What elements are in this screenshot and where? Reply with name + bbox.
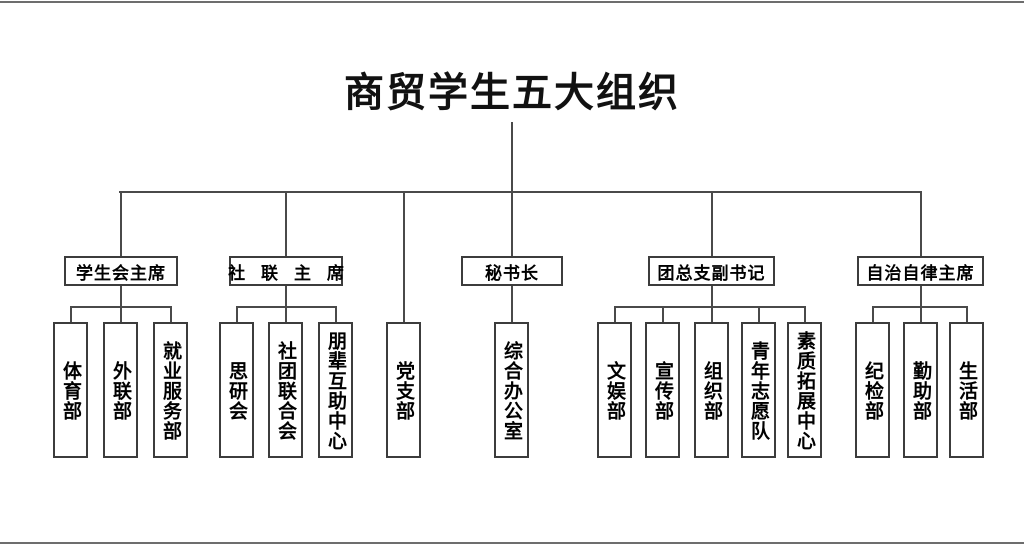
node-entertainment-dept-label: 文娱部 — [604, 361, 626, 421]
node-employment-service-dept-label: 就业服务部 — [160, 341, 182, 441]
leaf-drop-external-liaison-dept — [120, 306, 122, 322]
node-club-union[interactable]: 社团联合会 — [268, 322, 303, 458]
leaf-drop-entertainment-dept — [614, 306, 616, 322]
node-sports-dept-label: 体育部 — [60, 361, 82, 421]
node-sports-dept[interactable]: 体育部 — [53, 322, 88, 458]
node-entertainment-dept[interactable]: 文娱部 — [597, 322, 632, 458]
branch-drop-club-federation — [285, 191, 287, 256]
leaf-drop-organization-dept — [711, 306, 713, 322]
leaf-drop-employment-service-dept — [170, 306, 172, 322]
node-quality-development-center-label: 素质拓展中心 — [794, 331, 816, 451]
node-quality-development-center[interactable]: 素质拓展中心 — [787, 322, 822, 458]
node-publicity-dept-label: 宣传部 — [652, 361, 674, 421]
node-publicity-dept[interactable]: 宣传部 — [645, 322, 680, 458]
node-discipline-inspection-dept[interactable]: 纪检部 — [855, 322, 890, 458]
node-youth-volunteer-team-label: 青年志愿队 — [748, 341, 770, 441]
leaf-drop-research-society — [236, 306, 238, 322]
node-organization-dept-label: 组织部 — [701, 361, 723, 421]
node-general-office-label: 综合办公室 — [501, 341, 523, 441]
node-life-dept[interactable]: 生活部 — [949, 322, 984, 458]
node-external-liaison-dept-label: 外联部 — [110, 361, 132, 421]
substem-student-union — [120, 286, 122, 307]
substem-self-discipline-chair — [920, 286, 922, 307]
leaf-drop-quality-development-center — [804, 306, 806, 322]
leaf-drop-youth-volunteer-team — [758, 306, 760, 322]
leaf-drop-life-dept — [966, 306, 968, 322]
node-discipline-inspection-dept-label: 纪检部 — [862, 361, 884, 421]
branch-drop-secretary-general — [511, 191, 513, 256]
node-youth-volunteer-team[interactable]: 青年志愿队 — [741, 322, 776, 458]
leaf-drop-discipline-inspection-dept — [872, 306, 874, 322]
page-rule-top — [0, 1, 1024, 3]
node-research-society[interactable]: 思研会 — [219, 322, 254, 458]
substem-youth-league — [711, 286, 713, 307]
branch-drop-student-union — [120, 191, 122, 256]
node-work-study-aid-dept-label: 勤助部 — [910, 361, 932, 421]
leaf-drop-peer-support-center — [335, 306, 337, 322]
leaf-drop-sports-dept — [70, 306, 72, 322]
subbus-youth-league — [614, 306, 805, 308]
node-employment-service-dept[interactable]: 就业服务部 — [153, 322, 188, 458]
branch-drop-youth-league — [711, 191, 713, 256]
branch-drop-self-discipline-chair — [920, 191, 922, 256]
node-life-dept-label: 生活部 — [956, 361, 978, 421]
node-organization-dept[interactable]: 组织部 — [694, 322, 729, 458]
node-research-society-label: 思研会 — [226, 361, 248, 421]
leaf-drop-work-study-aid-dept — [920, 306, 922, 322]
node-work-study-aid-dept[interactable]: 勤助部 — [903, 322, 938, 458]
node-club-federation[interactable]: 社 联 主 席 — [228, 256, 344, 286]
node-self-discipline-chair[interactable]: 自治自律主席 — [857, 256, 984, 286]
node-youth-league-deputy-secretary[interactable]: 团总支副书记 — [648, 256, 775, 286]
branch-drop-party-branch — [403, 191, 405, 322]
node-peer-support-center-label: 朋辈互助中心 — [325, 331, 347, 451]
leaf-drop-club-union — [285, 306, 287, 322]
node-party-branch[interactable]: 党支部 — [386, 322, 421, 458]
node-club-union-label: 社团联合会 — [275, 341, 297, 441]
root-stem-connector — [511, 122, 513, 192]
page-rule-bottom — [0, 542, 1024, 544]
node-external-liaison-dept[interactable]: 外联部 — [103, 322, 138, 458]
main-bus-connector — [119, 191, 921, 193]
node-peer-support-center[interactable]: 朋辈互助中心 — [318, 322, 353, 458]
leaf-drop-general-office — [511, 286, 513, 322]
node-student-union[interactable]: 学生会主席 — [64, 256, 178, 286]
page-title: 商贸学生五大组织 — [344, 69, 680, 116]
node-general-office[interactable]: 综合办公室 — [494, 322, 529, 458]
substem-club-federation — [285, 286, 287, 307]
node-party-branch-label: 党支部 — [393, 361, 415, 421]
node-secretary-general[interactable]: 秘书长 — [461, 256, 563, 286]
leaf-drop-publicity-dept — [662, 306, 664, 322]
